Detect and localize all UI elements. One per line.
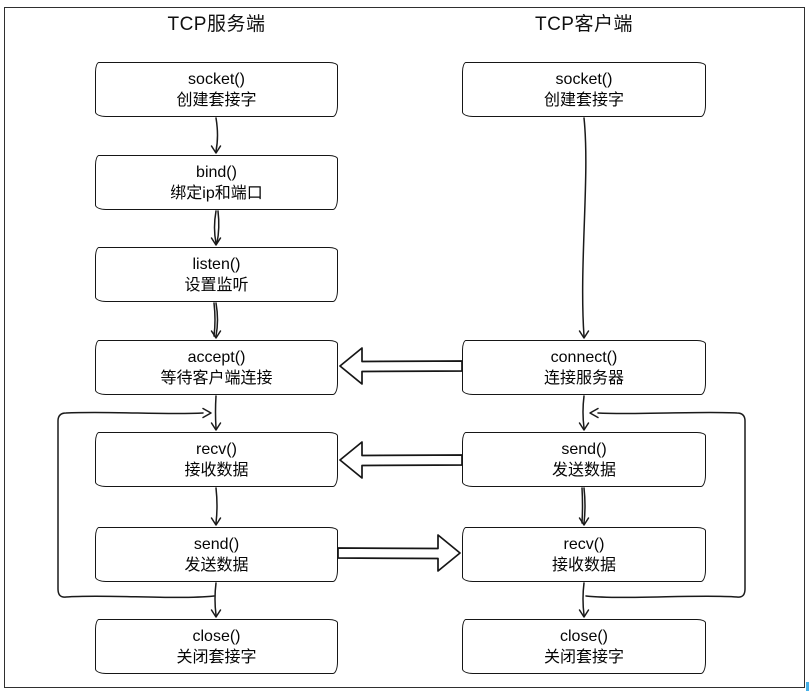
node-server-accept: accept() 等待客户端连接: [95, 340, 338, 395]
node-func: recv(): [563, 535, 605, 553]
arrow-server-socket-to-bind: [210, 117, 222, 154]
node-client-socket: socket() 创建套接字: [462, 62, 706, 117]
server-column-title: TCP服务端: [167, 14, 266, 35]
node-desc: 创建套接字: [176, 91, 257, 109]
node-func: bind(): [196, 163, 237, 181]
node-desc: 关闭套接字: [543, 648, 624, 666]
node-desc: 接收数据: [184, 461, 249, 479]
hollow-arrow-server-send-to-client-recv: [337, 534, 461, 572]
node-server-bind: bind() 绑定ip和端口: [95, 155, 338, 210]
arrow-client-connect-to-send: [578, 395, 590, 431]
node-desc: 绑定ip和端口: [170, 184, 263, 202]
node-client-connect: connect() 连接服务器: [462, 340, 706, 395]
arrow-server-accept-to-recv: [210, 395, 222, 431]
server-loop-arrow: [57, 407, 215, 599]
node-func: socket(): [555, 70, 613, 88]
node-client-send: send() 发送数据: [462, 432, 706, 487]
arrow-server-listen-to-accept: [210, 302, 222, 339]
node-server-send: send() 发送数据: [95, 527, 338, 582]
node-func: listen(): [192, 255, 241, 273]
node-desc: 发送数据: [184, 556, 249, 574]
node-server-recv: recv() 接收数据: [95, 432, 338, 487]
client-loop-arrow: [585, 407, 746, 599]
node-func: send(): [561, 440, 607, 458]
node-client-close: close() 关闭套接字: [462, 619, 706, 674]
node-server-close: close() 关闭套接字: [95, 619, 338, 674]
hollow-arrow-client-send-to-server-recv: [339, 441, 463, 479]
arrow-server-bind-to-listen: [210, 210, 222, 246]
node-server-listen: listen() 设置监听: [95, 247, 338, 302]
node-func: connect(): [550, 348, 618, 366]
node-func: close(): [559, 627, 608, 645]
node-client-recv: recv() 接收数据: [462, 527, 706, 582]
client-column-title: TCP客户端: [534, 14, 633, 35]
node-func: recv(): [196, 440, 237, 458]
arrow-client-recv-to-close: [578, 582, 590, 618]
node-func: accept(): [187, 348, 246, 366]
arrow-client-socket-to-connect: [578, 117, 590, 339]
node-desc: 接收数据: [551, 556, 616, 574]
node-func: close(): [192, 627, 241, 645]
node-desc: 关闭套接字: [176, 648, 257, 666]
node-func: socket(): [188, 70, 245, 88]
text-cursor-artifact: [806, 682, 809, 691]
arrow-server-recv-to-send: [210, 487, 222, 526]
arrow-client-send-to-recv: [578, 487, 590, 526]
node-desc: 等待客户端连接: [160, 369, 273, 387]
arrow-server-send-to-close: [210, 582, 222, 618]
node-server-socket: socket() 创建套接字: [95, 62, 338, 117]
node-func: send(): [193, 535, 240, 553]
node-desc: 连接服务器: [543, 369, 624, 387]
node-desc: 创建套接字: [543, 91, 624, 109]
node-desc: 设置监听: [184, 276, 249, 294]
hollow-arrow-connect-to-accept: [339, 347, 463, 385]
node-desc: 发送数据: [551, 461, 616, 479]
